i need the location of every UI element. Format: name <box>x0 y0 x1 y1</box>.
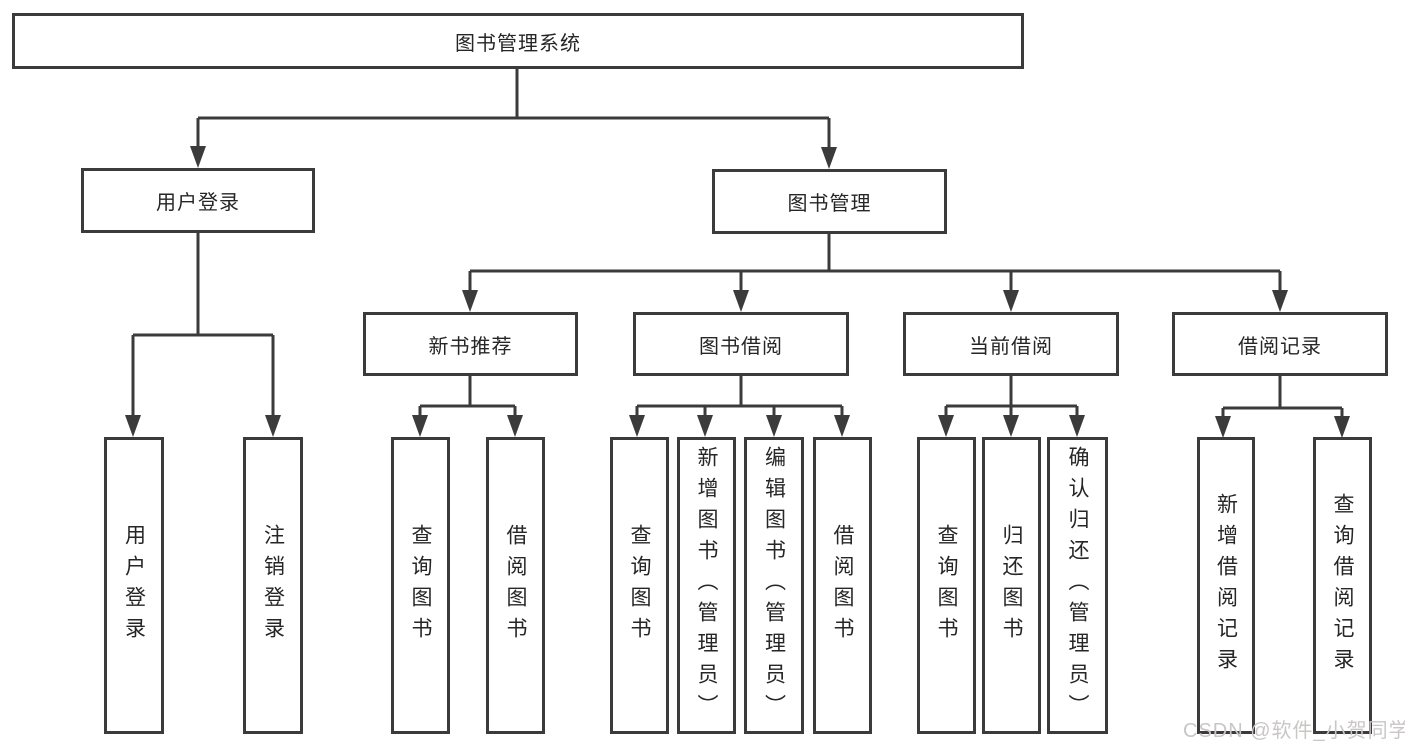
csdn-watermark: CSDN @软件_小贺同学 <box>1183 720 1405 742</box>
leaf-logout: 注销登录 <box>243 437 303 734</box>
leaf-bb-borrow-book: 借阅图书 <box>813 437 872 734</box>
leaf-bb-edit-book-label: 编辑图书（管理员） <box>762 446 786 725</box>
leaf-rec-borrow-book-label: 借阅图书 <box>504 523 527 648</box>
node-book-mgmt: 图书管理 <box>712 169 947 234</box>
node-root: 图书管理系统 <box>12 13 1024 69</box>
leaf-br-add-record-label: 新增借阅记录 <box>1214 492 1238 679</box>
leaf-bb-borrow-book-label: 借阅图书 <box>831 523 854 648</box>
node-borrow-record: 借阅记录 <box>1172 312 1388 376</box>
node-user-login-label: 用户登录 <box>156 192 240 214</box>
node-root-label: 图书管理系统 <box>455 32 581 55</box>
leaf-user-login: 用户登录 <box>104 437 164 734</box>
node-new-book-rec-label: 新书推荐 <box>428 335 513 358</box>
node-current-borrow: 当前借阅 <box>903 312 1119 376</box>
leaf-cb-return-book: 归还图书 <box>982 437 1041 734</box>
leaf-rec-query-book: 查询图书 <box>391 437 450 734</box>
leaf-cb-confirm-return-label: 确认归还（管理员） <box>1066 446 1089 725</box>
node-book-borrow: 图书借阅 <box>633 312 849 376</box>
edges-root <box>190 68 837 169</box>
edges-borrow-record <box>1215 376 1350 438</box>
leaf-user-login-label: 用户登录 <box>122 523 146 648</box>
node-current-borrow-label: 当前借阅 <box>969 335 1053 358</box>
edges-book-borrow <box>629 376 850 437</box>
node-new-book-rec: 新书推荐 <box>363 312 578 376</box>
leaf-br-query-record-label: 查询借阅记录 <box>1331 492 1354 679</box>
leaf-bb-add-book-label: 新增图书（管理员） <box>695 446 718 725</box>
node-book-mgmt-label: 图书管理 <box>787 193 872 215</box>
edges-book-mgmt <box>462 234 1288 312</box>
node-user-login: 用户登录 <box>81 168 315 233</box>
leaf-bb-query-book-label: 查询图书 <box>628 523 651 648</box>
leaf-br-query-record: 查询借阅记录 <box>1313 437 1372 734</box>
leaf-cb-query-book-label: 查询图书 <box>935 523 958 648</box>
edges-current-borrow <box>938 376 1085 437</box>
leaf-bb-edit-book: 编辑图书（管理员） <box>744 437 804 734</box>
leaf-rec-query-book-label: 查询图书 <box>409 523 432 648</box>
leaf-cb-return-book-label: 归还图书 <box>1000 523 1023 648</box>
leaf-bb-query-book: 查询图书 <box>610 437 669 734</box>
leaf-cb-confirm-return: 确认归还（管理员） <box>1047 437 1108 734</box>
leaf-logout-label: 注销登录 <box>261 523 285 648</box>
leaf-br-add-record: 新增借阅记录 <box>1197 437 1255 734</box>
leaf-rec-borrow-book: 借阅图书 <box>486 437 545 734</box>
edges-new-book-rec <box>412 376 523 437</box>
leaf-bb-add-book: 新增图书（管理员） <box>677 437 736 734</box>
edges-user-login <box>125 233 281 437</box>
node-borrow-record-label: 借阅记录 <box>1238 335 1322 358</box>
leaf-cb-query-book: 查询图书 <box>917 437 976 734</box>
node-book-borrow-label: 图书借阅 <box>699 335 783 358</box>
